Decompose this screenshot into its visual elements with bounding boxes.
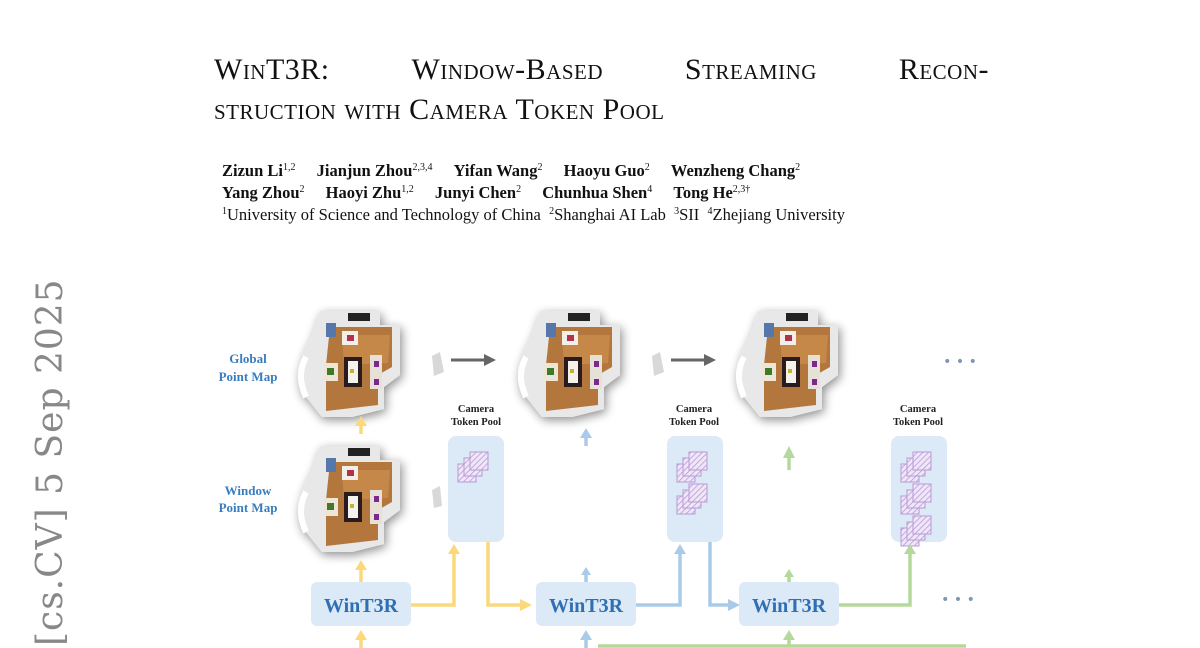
fragment-icon: [432, 486, 442, 508]
wint3r-block-3: [739, 582, 839, 626]
global-label-line1: Global: [229, 351, 267, 366]
title-word: WinT3R:: [214, 53, 330, 86]
camera-pool-label-2a: Camera: [676, 404, 713, 415]
global-label-line2: Point Map: [219, 369, 278, 384]
window-label-line2: Point Map: [219, 500, 278, 515]
author-row-2: Yang Zhou2 Haoyi Zhu1,2 Junyi Chen2 Chun…: [222, 182, 845, 204]
camera-pool-label-1a: Camera: [458, 404, 495, 415]
global-point-map-1: [292, 305, 412, 425]
author: Tong He2,3†: [673, 183, 751, 202]
title-line-2: struction with Camera Token Pool: [214, 93, 665, 126]
camera-tokens: [457, 451, 932, 547]
paper-title: WinT3R: Window-Based Streaming Recon- st…: [214, 50, 989, 130]
author: Junyi Chen2: [434, 183, 522, 202]
title-word: Recon-: [898, 53, 989, 86]
arrow-right-icon: [671, 354, 716, 366]
stage3-arrowheads: [783, 446, 916, 640]
title-word: Streaming: [684, 53, 817, 86]
window-label-line1: Window: [225, 483, 272, 498]
camera-pool-label-2b: Token Pool: [669, 417, 719, 428]
window-point-map-1: [292, 440, 412, 560]
camera-token: [688, 451, 708, 471]
affiliation: 4Zhejiang University: [707, 205, 845, 224]
affiliation: 2Shanghai AI Lab: [549, 205, 666, 224]
fragment-icon: [652, 352, 664, 376]
title-word: Window-Based: [411, 53, 604, 86]
affiliation: 3SII: [674, 205, 700, 224]
wint3r-label-3: WinT3R: [752, 595, 827, 617]
camera-pool-label-3a: Camera: [900, 404, 937, 415]
global-point-map-2: [512, 305, 632, 425]
camera-token: [912, 483, 932, 503]
camera-token: [912, 451, 932, 471]
author: Yifan Wang2: [453, 161, 543, 180]
affiliation: 1University of Science and Technology of…: [222, 205, 541, 224]
camera-pool-label-3b: Token Pool: [893, 417, 943, 428]
camera-pool-label-1b: Token Pool: [451, 417, 501, 428]
wint3r-block-2: [536, 582, 636, 626]
author-block: Zizun Li1,2 Jianjun Zhou2,3,4 Yifan Wang…: [222, 160, 845, 226]
author: Chunhua Shen4: [542, 183, 653, 202]
wint3r-label-2: WinT3R: [549, 595, 624, 617]
stage2-flow: [584, 436, 730, 648]
ellipsis-bottom: • • •: [941, 592, 975, 608]
author: Haoyu Guo2: [563, 161, 650, 180]
fragment-icon: [432, 352, 444, 376]
stage2-arrowheads: [580, 428, 740, 640]
camera-token: [469, 451, 489, 471]
wint3r-label-1: WinT3R: [324, 595, 399, 617]
global-point-map-3: [730, 305, 850, 425]
wint3r-block-1: [311, 582, 411, 626]
camera-token: [688, 483, 708, 503]
affiliations: 1University of Science and Technology of…: [222, 204, 845, 226]
arrow-right-icon: [451, 354, 496, 366]
camera-token: [912, 515, 932, 535]
camera-token-pool-1: [448, 436, 504, 542]
author: Zizun Li1,2: [222, 161, 296, 180]
author: Wenzheng Chang2: [670, 161, 801, 180]
author: Jianjun Zhou2,3,4: [316, 161, 433, 180]
stage1-arrowheads: [355, 416, 532, 640]
stage3-flow: [598, 456, 966, 648]
ellipsis-top: • • •: [943, 354, 977, 370]
author: Haoyi Zhu1,2: [325, 183, 414, 202]
author: Yang Zhou2: [222, 183, 305, 202]
author-row-1: Zizun Li1,2 Jianjun Zhou2,3,4 Yifan Wang…: [222, 160, 845, 182]
